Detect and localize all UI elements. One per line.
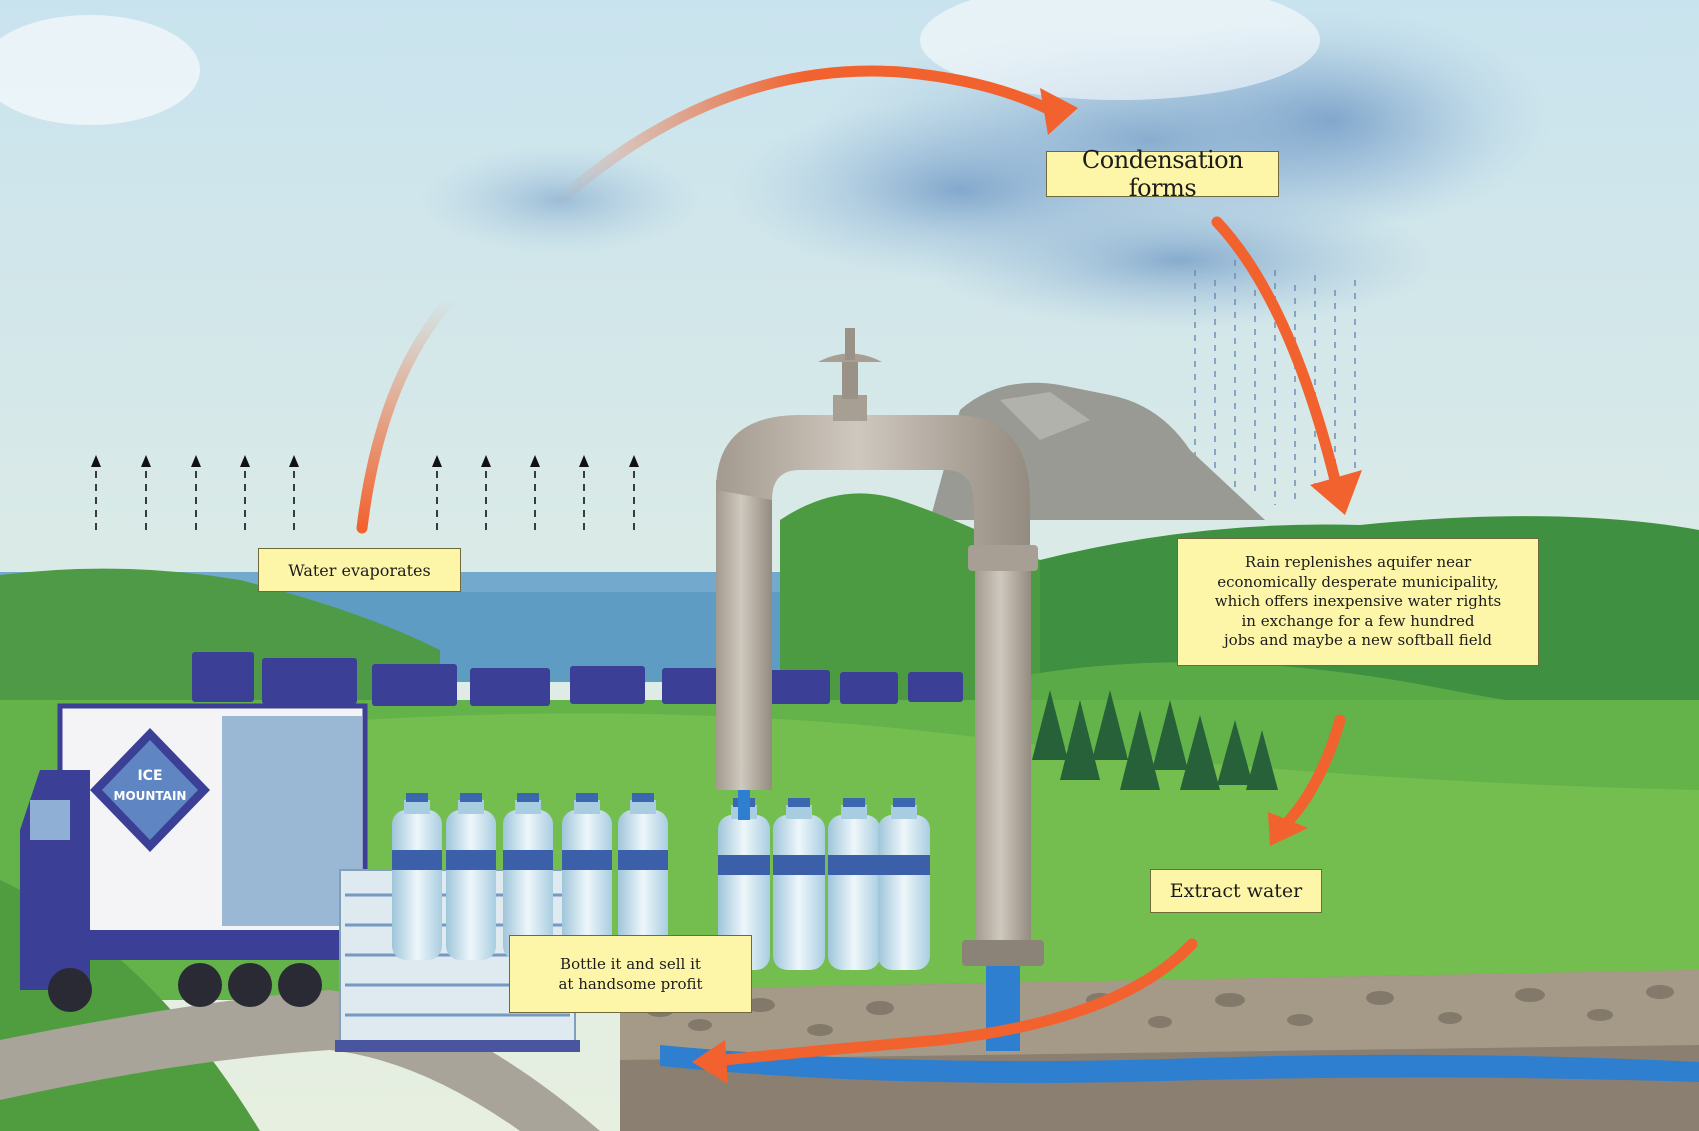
evaporation-arrow-icon — [91, 455, 639, 530]
rain-line-4: in exchange for a few hundred — [1241, 611, 1475, 630]
truck-icon — [20, 703, 368, 1012]
evaporation-label: Water evaporates — [258, 548, 461, 592]
bottle-line-1: Bottle it and sell it — [560, 955, 701, 973]
tree-icon — [1032, 690, 1278, 790]
extraction-pipe — [716, 328, 1044, 1051]
storm-cloud — [0, 0, 1550, 330]
road — [0, 990, 600, 1131]
arrowheads — [692, 88, 1362, 1084]
water-bottle-icon — [392, 793, 930, 970]
rain-line-1: Rain replenishes aquifer near — [1244, 553, 1472, 572]
cycle-arrow-icon — [356, 65, 1346, 1068]
bottle-line-2: at handsome profit — [558, 975, 703, 993]
rain-line-2: economically desperate municipality, — [1217, 572, 1499, 591]
rain-line-5: jobs and maybe a new softball field — [1224, 631, 1492, 650]
rain-aquifer-label: Rain replenishes aquifer near economical… — [1177, 538, 1539, 666]
gravel-layer — [620, 970, 1699, 1060]
truck-logo-line2: MOUNTAIN — [114, 789, 187, 803]
aquifer — [660, 1045, 1699, 1083]
truck-logo-line1: ICE — [137, 768, 162, 784]
condensation-label: Condensation forms — [1046, 146, 1279, 202]
truck-convoy — [192, 652, 963, 706]
extract-water-label: Extract water — [1150, 869, 1322, 913]
rain-line-3: which offers inexpensive water rights — [1214, 592, 1502, 611]
bottle-sell-label: Bottle it and sell it at handsome profit — [509, 935, 752, 1013]
